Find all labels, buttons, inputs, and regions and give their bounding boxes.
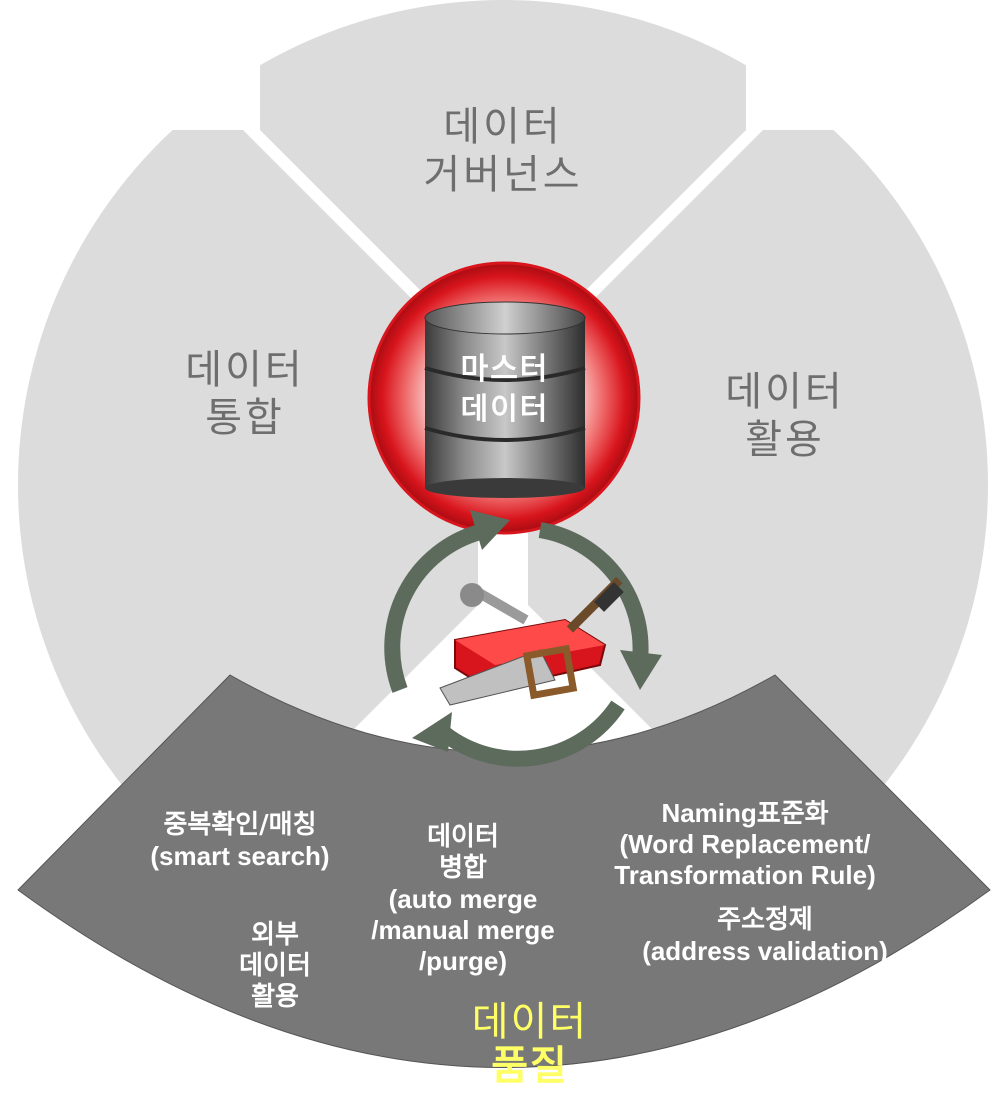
naming-label: Naming표준화 (Word Replacement/ Transformat…	[575, 798, 915, 891]
quadrant-top-line1: 데이터	[443, 104, 563, 150]
external-line2: 데이터	[239, 951, 311, 981]
quadrant-top-line2: 거버넌스	[423, 152, 583, 198]
address-label: 주소정제 (address validation)	[605, 905, 925, 967]
merge-line4: /manual merge	[371, 915, 555, 945]
toolbox-icon	[439, 576, 624, 706]
dedup-line1: 중복확인/매칭	[163, 810, 317, 840]
cycle-arrows-icon	[384, 522, 649, 767]
external-line3: 활용	[251, 982, 299, 1012]
merge-line2: 병합	[439, 853, 487, 883]
quadrant-top-label: 데이터 거버넌스	[413, 103, 593, 199]
quality-band	[17, 674, 991, 1068]
data-quality-line2: 품질	[491, 1043, 569, 1089]
data-quality-title: 데이터 품질	[440, 1000, 620, 1088]
external-line1: 외부	[251, 920, 299, 950]
dedup-label: 중복확인/매칭 (smart search)	[125, 810, 355, 872]
address-line2: (address validation)	[642, 936, 888, 966]
quadrant-right-line1: 데이터	[725, 369, 845, 415]
merge-line1: 데이터	[427, 822, 499, 852]
data-quality-line1: 데이터	[471, 999, 589, 1045]
quadrant-left-line2: 통합	[205, 395, 285, 441]
quadrant-left	[18, 130, 478, 840]
merge-label: 데이터 병합 (auto merge /manual merge /purge)	[343, 822, 583, 977]
quadrant-left-label: 데이터 통합	[155, 346, 335, 442]
external-data-label: 외부 데이터 활용	[215, 920, 335, 1013]
naming-line3: Transformation Rule)	[614, 860, 876, 890]
quadrant-left-line1: 데이터	[185, 347, 305, 393]
dedup-line2: (smart search)	[150, 841, 330, 871]
master-data-label: 마스터 데이터	[445, 350, 565, 430]
quadrant-right-line2: 활용	[745, 417, 825, 463]
merge-line3: (auto merge	[388, 884, 538, 914]
quadrant-right-label: 데이터 활용	[695, 368, 875, 464]
database-icon	[424, 301, 586, 498]
naming-line1: Naming표준화	[661, 798, 829, 828]
naming-line2: (Word Replacement/	[619, 829, 871, 859]
master-data-line2: 데이터	[460, 392, 550, 427]
address-line1: 주소정제	[717, 905, 813, 935]
merge-line5: /purge)	[418, 946, 508, 976]
master-data-line1: 마스터	[460, 352, 550, 387]
